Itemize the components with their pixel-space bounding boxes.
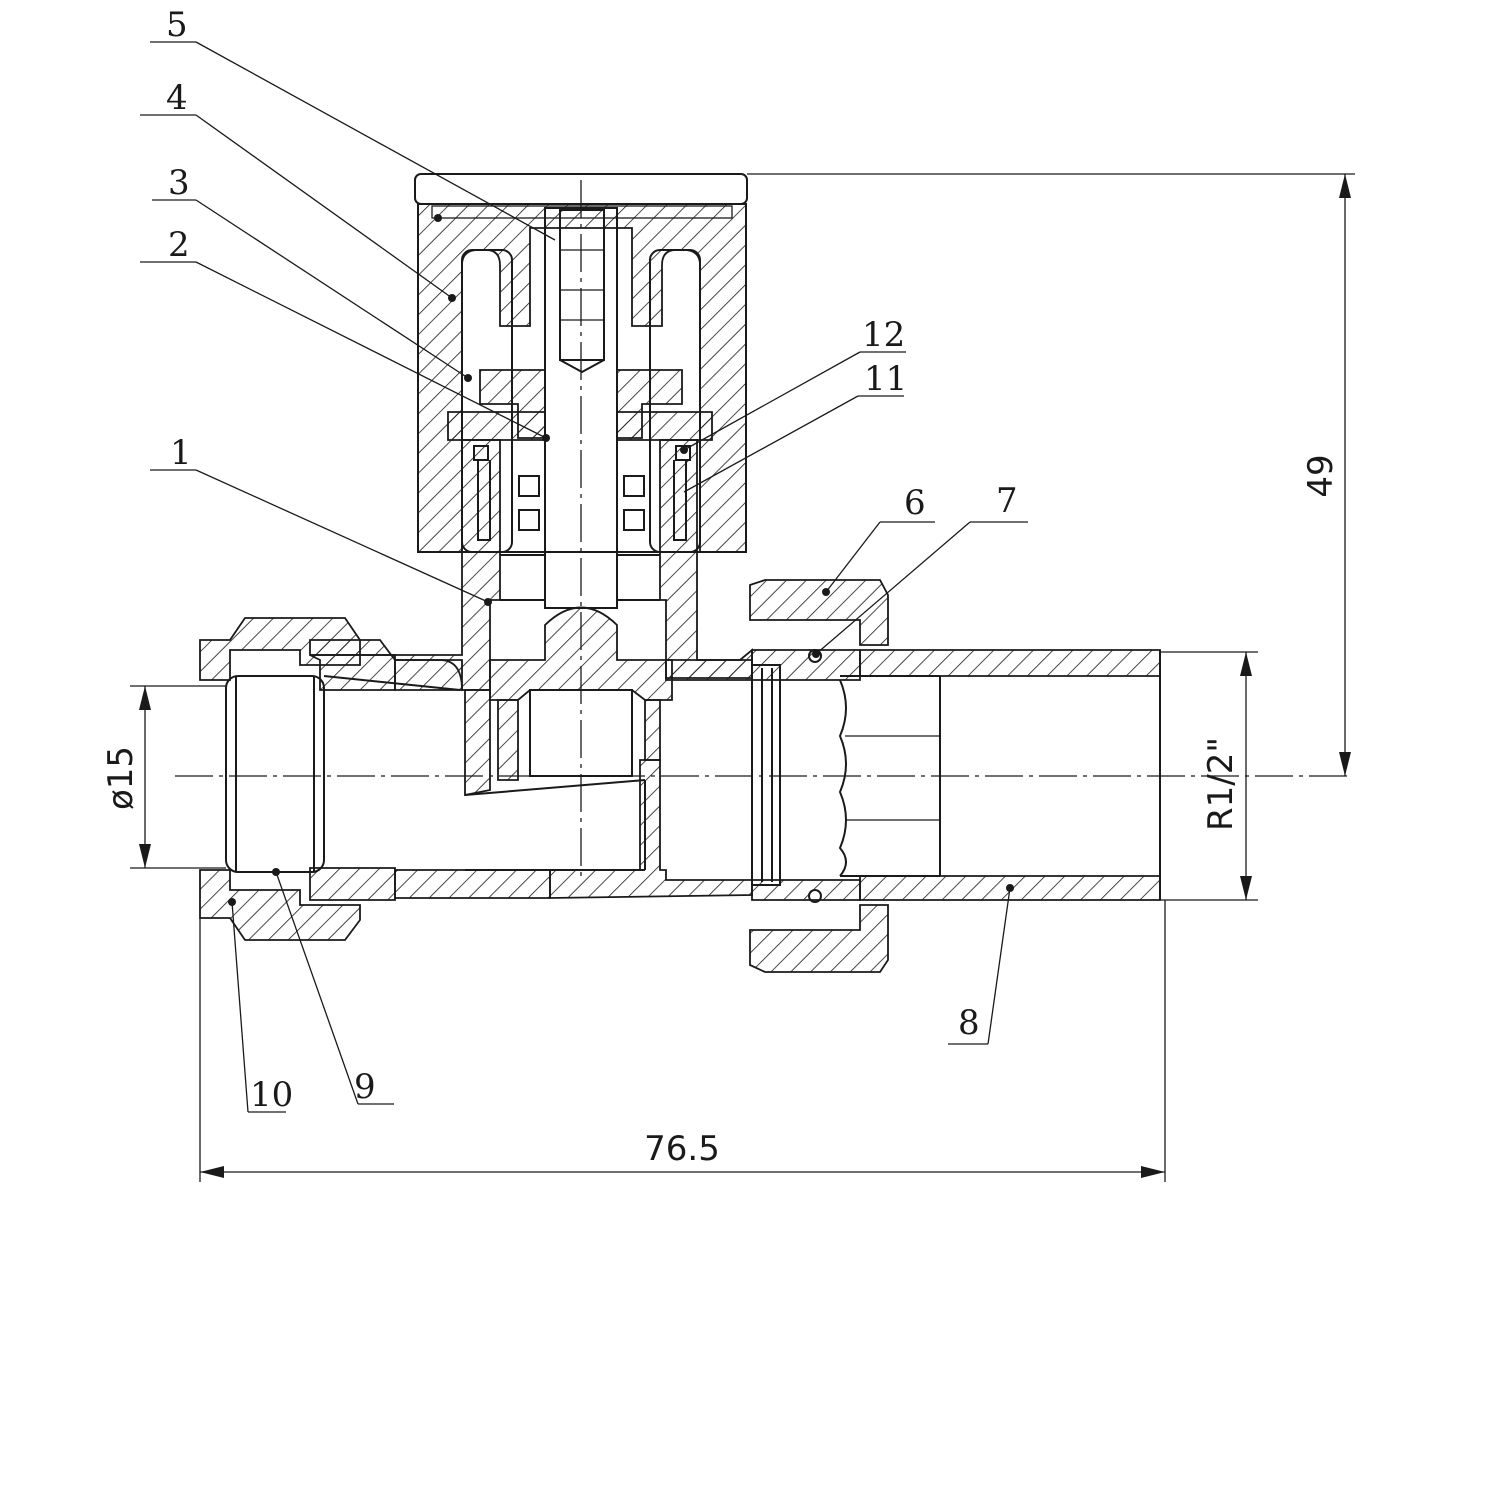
callout-6: 6	[904, 483, 926, 523]
callout-1: 1	[170, 433, 192, 473]
valve-body	[309, 439, 753, 691]
callout-11: 11	[864, 359, 907, 399]
thread-dimension-text: R1/2"	[1201, 737, 1241, 831]
callout-10: 10	[250, 1075, 293, 1115]
dimension-diameter: ø15	[101, 685, 226, 869]
height-dimension-text: 49	[1301, 454, 1341, 497]
callout-5: 5	[166, 5, 188, 45]
callout-12: 12	[862, 315, 905, 355]
callout-8: 8	[958, 1003, 980, 1043]
callout-9: 9	[354, 1067, 376, 1107]
dimension-length: 76.5	[199, 900, 1166, 1182]
gland-nut	[447, 369, 713, 441]
union-nut	[749, 579, 889, 973]
callout-labels: 5 4 3 2 1 12 11 6 7 8 9 10	[166, 5, 1018, 1115]
dimension-height: 49	[747, 173, 1355, 776]
dimension-thread: R1/2"	[1160, 651, 1258, 901]
callout-leaders	[140, 41, 1028, 1113]
callout-4: 4	[166, 78, 188, 118]
valve-disc	[489, 606, 673, 781]
threaded-tail	[838, 649, 1161, 901]
callout-3: 3	[168, 163, 190, 203]
callout-2: 2	[168, 225, 190, 265]
diameter-dimension-text: ø15	[101, 746, 141, 810]
length-dimension-text: 76.5	[644, 1129, 720, 1169]
callout-7: 7	[996, 481, 1018, 521]
